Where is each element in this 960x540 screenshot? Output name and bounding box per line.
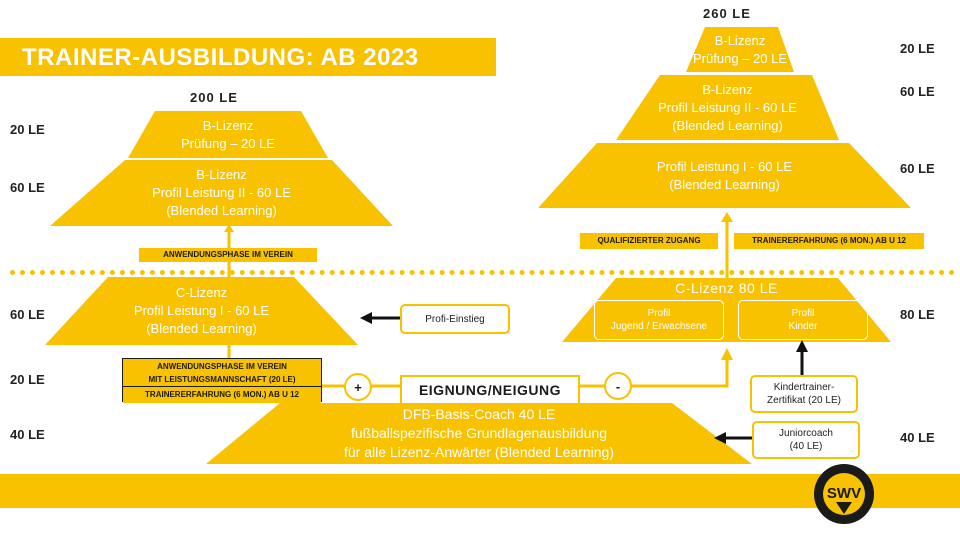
juniorcoach-line1: Juniorcoach (779, 428, 833, 439)
right-side-label-5: 40 LE (900, 430, 935, 445)
minus-circle: - (604, 372, 632, 400)
left-blizenz-profil-shape (50, 160, 393, 226)
swv-logo: SWV (814, 464, 874, 524)
left-clizenz-shape (45, 277, 358, 345)
left-anwendungsphase-tag: ANWENDUNGSPHASE IM VEREIN (139, 248, 317, 262)
kindertrainer-line1: Kindertrainer- (773, 382, 835, 393)
right-side-label-2: 60 LE (900, 84, 935, 99)
right-blizenz-profil-line1: B-Lizenz (702, 81, 753, 97)
profil-jugend-line1: Profil (647, 308, 671, 319)
juniorcoach-line2: (40 LE) (789, 441, 823, 452)
kindertrainer-box: Kindertrainer- Zertifikat (20 LE) (750, 375, 858, 413)
right-side-label-1: 20 LE (900, 41, 935, 56)
basis-line3: für alle Lizenz-Anwärter (Blended Learni… (343, 444, 615, 460)
left-clizenz-line3: (Blended Learning) (146, 321, 257, 336)
right-blizenz-pruefung: B-Lizenz Prüfung – 20 LE (686, 27, 794, 72)
left-anwendung-leistung-line1: ANWENDUNGSPHASE IM VEREIN (123, 359, 321, 373)
left-blizenz-pruefung: B-Lizenz Prüfung – 20 LE (128, 111, 328, 158)
right-blizenz-pruefung-line2: Prüfung – 20 LE (693, 50, 787, 66)
plus-circle: + (344, 373, 372, 401)
eignung-neigung-box: EIGNUNG/NEIGUNG (400, 375, 580, 405)
right-profil-leistung-line2: (Blended Learning) (669, 176, 780, 192)
right-trainererfahrung-tag: TRAINERERFAHRUNG (6 MON.) AB U 12 (734, 233, 924, 249)
left-blizenz-profil-line2: Profil Leistung II - 60 LE (152, 185, 291, 200)
right-profil1-shape (538, 143, 911, 208)
left-side-label-1: 20 LE (10, 122, 45, 137)
left-trainererfahrung: TRAINERERFAHRUNG (6 MON.) AB U 12 (123, 387, 321, 403)
basis-line2: fußballspezifische Grundlagenausbildung (350, 425, 608, 441)
profi-einstieg-box: Profi-Einstieg (400, 304, 510, 334)
basis-coach: DFB-Basis-Coach 40 LE fußballspezifische… (206, 403, 752, 464)
right-blizenz-profil-line3: (Blended Learning) (672, 117, 783, 133)
juniorcoach-box: Juniorcoach (40 LE) (752, 421, 860, 459)
qualifizierter-zugang-tag: QUALIFIZIERTER ZUGANG (580, 233, 718, 249)
right-blizenz-profil-line2: Profil Leistung II - 60 LE (658, 99, 797, 115)
left-anwendung-leistung-line2: MIT LEISTUNGSMANNSCHAFT (20 LE) (123, 373, 321, 387)
profi-einstieg-label: Profi-Einstieg (425, 313, 485, 325)
profil-kinder-line1: Profil (791, 308, 815, 319)
right-pruefung-shape (686, 27, 794, 72)
dotted-divider (10, 270, 955, 275)
left-side-label-2: 60 LE (10, 180, 45, 195)
profil-kinder-box: Profil Kinder (738, 300, 868, 340)
left-total-label: 200 LE (190, 90, 238, 105)
basis-shape (206, 403, 752, 464)
left-blizenz-profil-line3: (Blended Learning) (166, 203, 277, 218)
left-clizenz: C-Lizenz Profil Leistung I - 60 LE (Blen… (45, 277, 358, 345)
left-blizenz-pruefung-shape (128, 111, 328, 158)
right-total-label: 260 LE (703, 6, 751, 21)
left-side-label-5: 40 LE (10, 427, 45, 442)
left-side-label-3: 60 LE (10, 307, 45, 322)
right-profil-leistung: Profil Leistung I - 60 LE (Blended Learn… (538, 143, 911, 208)
profil-jugend-line2: Jugend / Erwachsene (610, 321, 708, 332)
right-blizenz-pruefung-line1: B-Lizenz (714, 32, 766, 48)
right-clizenz-title: C-Lizenz 80 LE (675, 280, 778, 296)
right-blizenz-profil: B-Lizenz Profil Leistung II - 60 LE (Ble… (616, 75, 839, 140)
left-side-label-4: 20 LE (10, 372, 45, 387)
left-clizenz-line2: Profil Leistung I - 60 LE (133, 303, 270, 318)
profil-jugend-box: Profil Jugend / Erwachsene (594, 300, 724, 340)
left-blizenz-pruefung-line2: Prüfung – 20 LE (181, 135, 275, 151)
basis-line1: DFB-Basis-Coach 40 LE (402, 406, 556, 422)
logo-letters: SWV (827, 485, 861, 502)
right-profil2-shape (616, 75, 839, 140)
right-profil-leistung-line1: Profil Leistung I - 60 LE (656, 158, 793, 174)
left-blizenz-pruefung-line1: B-Lizenz (202, 117, 254, 133)
left-anwendung-leistung-box: ANWENDUNGSPHASE IM VEREIN MIT LEISTUNGSM… (122, 358, 322, 403)
left-blizenz-profil-line1: B-Lizenz (196, 167, 247, 182)
bottom-band (0, 474, 960, 508)
title-band (0, 38, 496, 76)
kindertrainer-line2: Zertifikat (20 LE) (767, 395, 841, 406)
right-side-label-3: 60 LE (900, 161, 935, 176)
page-title: TRAINER-AUSBILDUNG: AB 2023 (22, 44, 419, 71)
left-clizenz-line1: C-Lizenz (175, 285, 228, 300)
right-side-label-4: 80 LE (900, 307, 935, 322)
profil-kinder-line2: Kinder (788, 321, 818, 332)
left-blizenz-profil: B-Lizenz Profil Leistung II - 60 LE (Ble… (50, 160, 393, 226)
right-clizenz-shape (562, 278, 891, 342)
